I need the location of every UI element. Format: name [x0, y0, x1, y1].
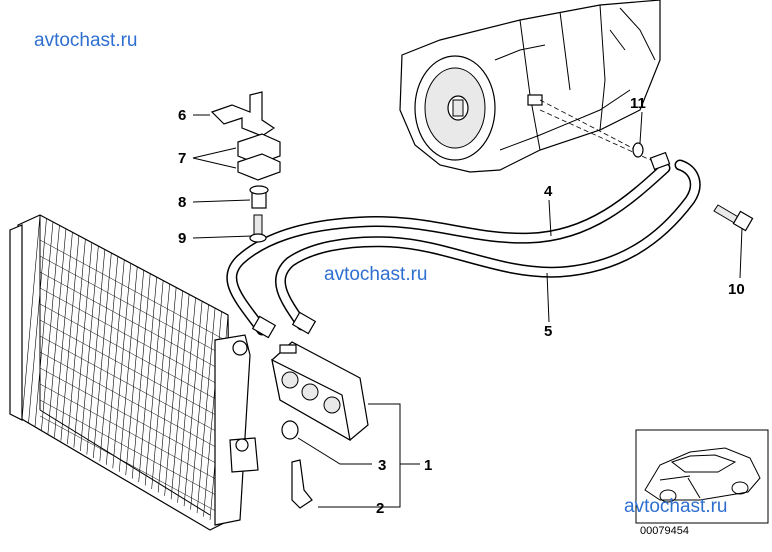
transmission [399, 0, 661, 173]
hose-fitting [291, 311, 317, 335]
bolt-9 [249, 214, 267, 243]
radiator-fin [131, 273, 151, 479]
watermark: avtochast.ru [624, 496, 728, 517]
radiator-fin [177, 297, 196, 503]
radiator-fin [39, 415, 226, 517]
callout-3: 3 [378, 457, 386, 474]
hose-fitting [251, 315, 277, 339]
leader-lines [192, 111, 743, 508]
callout-8: 8 [178, 194, 186, 211]
radiator-fin [39, 351, 226, 453]
callout-1: 1 [424, 457, 432, 474]
leader-dashed [539, 99, 641, 153]
callout-5: 5 [544, 323, 552, 340]
radiator-fin [39, 335, 226, 437]
callout-6: 6 [178, 107, 186, 124]
radiator-fin [112, 263, 132, 469]
callout-10: 10 [728, 281, 745, 298]
radiator-fin [80, 246, 99, 452]
radiator-fin [157, 287, 177, 493]
callout-11: 11 [630, 95, 646, 112]
clamp-7 [237, 133, 281, 181]
radiator-fin [54, 232, 73, 438]
radiator-fin [190, 304, 209, 510]
radiator-fin [39, 271, 226, 373]
radiator-fin [196, 308, 216, 514]
radiator-fin [93, 252, 112, 458]
radiator-fin [39, 255, 226, 357]
callout-4: 4 [544, 183, 553, 200]
radiator-fin [183, 301, 203, 507]
radiator-fin [39, 239, 226, 341]
radiator-fin [118, 266, 138, 472]
oil-hose-4 [226, 162, 671, 336]
radiator-fin [39, 399, 226, 501]
car-thumbnail: 00079454 [635, 429, 769, 537]
bushing-8 [249, 185, 269, 209]
radiator-fin [67, 239, 86, 445]
watermark: avtochast.ru [324, 264, 428, 285]
radiator-fin [99, 256, 119, 462]
radiator [9, 214, 259, 531]
radiator-fin [39, 287, 226, 389]
diagram-ref-number: 00079454 [640, 525, 689, 537]
radiator-fin [39, 319, 226, 421]
radiator-fin [144, 280, 164, 486]
radiator-fin [138, 277, 157, 483]
callout-2: 2 [376, 500, 384, 517]
radiator-fin [39, 367, 226, 469]
oil-hose-5 [275, 159, 701, 331]
radiator-fin [60, 235, 80, 441]
radiator-fin [170, 294, 190, 500]
seal-ring-3 [281, 420, 299, 440]
bolt-10 [713, 204, 754, 232]
radiator-fin [73, 242, 93, 448]
watermark: avtochast.ru [34, 30, 138, 51]
callout-9: 9 [178, 230, 186, 247]
radiator-fin [41, 225, 60, 431]
radiator-fin [47, 228, 67, 434]
radiator-fin [39, 303, 226, 405]
oil-cooler [271, 341, 369, 442]
radiator-fin [125, 270, 145, 476]
radiator-fin [164, 290, 183, 496]
seal-ring-11 [632, 142, 644, 158]
radiator-fin [28, 218, 47, 424]
radiator-fin [151, 283, 170, 489]
hose-fitting [649, 151, 671, 171]
radiator-fin [86, 249, 106, 455]
bracket-6 [210, 91, 276, 137]
radiator-fin [21, 214, 41, 421]
radiator-fin [105, 259, 125, 465]
radiator-fin [34, 221, 54, 427]
radiator-fin [39, 383, 226, 485]
callout-7: 7 [178, 150, 186, 167]
clip-2 [291, 459, 313, 509]
